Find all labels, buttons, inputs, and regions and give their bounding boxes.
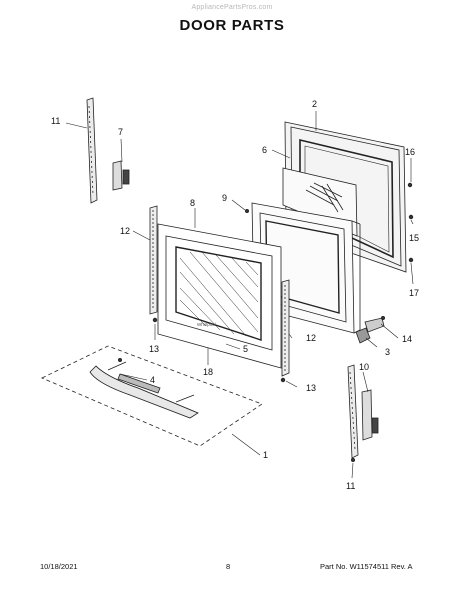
part-11-vent-strip-lower: [347, 364, 359, 459]
callout-10: 10: [359, 362, 369, 372]
callout-11: 11: [346, 481, 355, 491]
footer-date: 10/18/2021: [40, 562, 78, 571]
callout-8: 8: [190, 198, 195, 208]
callout-12: 12: [120, 226, 130, 236]
callout-1: 1: [263, 450, 268, 460]
part-8-inner-door-panel: Whirlpool: [157, 223, 282, 369]
part-12-side-trim-right: [281, 279, 290, 377]
part-11-vent-strip-upper: [86, 97, 98, 204]
callout-7: 7: [118, 127, 123, 137]
callout-3: 3: [385, 347, 390, 357]
part-7-bracket: [112, 160, 130, 191]
callout-18: 18: [203, 367, 213, 377]
callout-6: 6: [262, 145, 267, 155]
callout-15: 15: [409, 233, 419, 243]
footer-page-number: 8: [226, 562, 231, 571]
screws: [118, 182, 414, 462]
part-3-hinge: [355, 317, 385, 344]
callout-17: 17: [409, 288, 419, 298]
part-10-bracket: [361, 389, 379, 441]
callout-5: 5: [243, 344, 248, 354]
watermark: AppliancePartsPros.com: [191, 4, 273, 11]
callout-13: 13: [149, 344, 159, 354]
callout-16: 16: [405, 147, 415, 157]
callout-11: 11: [51, 116, 60, 126]
callout-12: 12: [306, 333, 316, 343]
footer-part-number: Part No. W11574511 Rev. A: [320, 562, 413, 571]
callout-14: 14: [402, 334, 412, 344]
leader-lines: [65, 111, 414, 479]
part-12-side-trim-left: [149, 205, 158, 315]
callout-4: 4: [150, 375, 155, 385]
callout-13: 13: [306, 383, 316, 393]
callout-2: 2: [312, 99, 317, 109]
svg-text:Whirlpool: Whirlpool: [197, 322, 216, 327]
part-4-door-handle: [89, 361, 199, 419]
callout-9: 9: [222, 193, 227, 203]
page-title: DOOR PARTS: [179, 17, 285, 34]
callout-numbers: 2 6 16 11 7 9 8 15 12 17 14 3 13 5 12 18…: [51, 99, 419, 491]
